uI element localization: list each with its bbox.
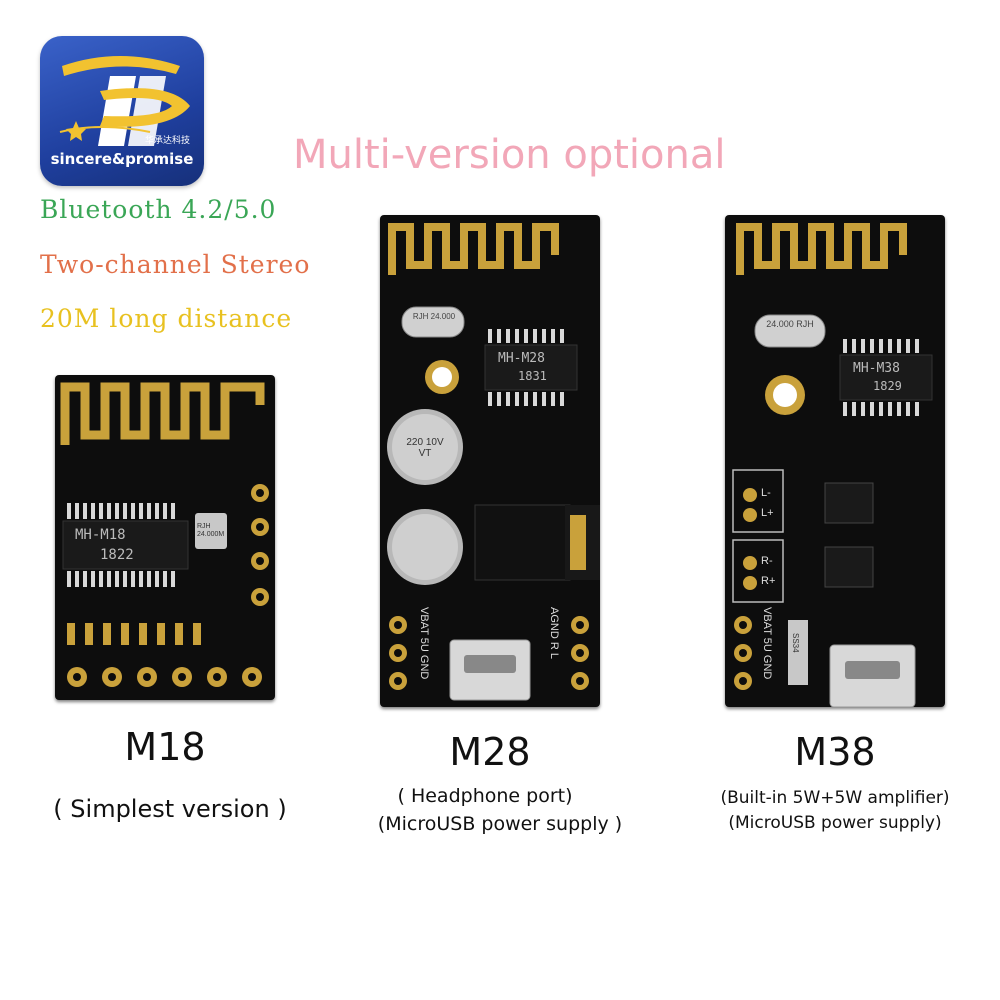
desc-m38-line2: (MicroUSB power supply) bbox=[728, 813, 942, 833]
logo-graphic bbox=[59, 56, 190, 146]
output-left-labels-m38: L- L+ bbox=[761, 487, 774, 519]
crystal-label-m18: RJH 24.000M bbox=[197, 523, 225, 538]
feature-distance: 20M long distance bbox=[40, 304, 293, 333]
chip-code-m28: 1831 bbox=[518, 369, 547, 383]
feature-stereo: Two-channel Stereo bbox=[40, 250, 311, 279]
pin-labels-left-m28: VBAT 5U GND bbox=[418, 607, 430, 680]
chip-label-m18: MH-M18 bbox=[75, 527, 126, 543]
diode-label-m38: SS34 bbox=[791, 633, 800, 653]
logo-chinese-text: 华承达科技 bbox=[144, 135, 190, 145]
feature-bluetooth: Bluetooth 4.2/5.0 bbox=[40, 195, 277, 224]
desc-m28-line1: ( Headphone port) bbox=[397, 785, 573, 807]
board-m38: 24.000 RJH MH-M38 1829 L- L+ R- R+ VBAT … bbox=[725, 215, 945, 708]
headline: Multi-version optional bbox=[293, 132, 726, 178]
desc-m28-line2: (MicroUSB power supply ) bbox=[377, 813, 623, 835]
brand-logo: 华承达科技 sincere&promise bbox=[40, 36, 204, 186]
output-right-labels-m38: R- R+ bbox=[761, 555, 776, 587]
board-m28: RJH 24.000 MH-M28 1831 220 10V VT VBAT 5… bbox=[380, 215, 613, 707]
model-m28: M28 bbox=[449, 730, 531, 774]
pin-labels-right-m28: AGND R L bbox=[548, 607, 560, 659]
logo-brand-text: sincere&promise bbox=[50, 150, 194, 168]
desc-m38-line1: (Built-in 5W+5W amplifier) bbox=[720, 788, 950, 808]
chip-label-m28: MH-M28 bbox=[498, 351, 545, 366]
board-m38-graphic bbox=[732, 223, 933, 708]
chip-code-m18: 1822 bbox=[100, 547, 134, 563]
pin-labels-left-m38: VBAT 5U GND bbox=[761, 607, 773, 680]
board-m18-graphic bbox=[60, 382, 269, 687]
crystal-label-m28: RJH 24.000 bbox=[412, 312, 456, 321]
model-m38: M38 bbox=[794, 730, 876, 774]
board-m28-graphic bbox=[387, 223, 613, 701]
crystal-label-m38: 24.000 RJH bbox=[766, 319, 814, 329]
desc-m18-line1: ( Simplest version ) bbox=[53, 795, 287, 823]
model-m18: M18 bbox=[124, 725, 206, 769]
capacitor-label-m28: 220 10V VT bbox=[406, 437, 444, 459]
chip-code-m38: 1829 bbox=[873, 379, 902, 393]
chip-label-m38: MH-M38 bbox=[853, 361, 900, 376]
board-m18: MH-M18 1822 RJH 24.000M bbox=[55, 375, 275, 700]
